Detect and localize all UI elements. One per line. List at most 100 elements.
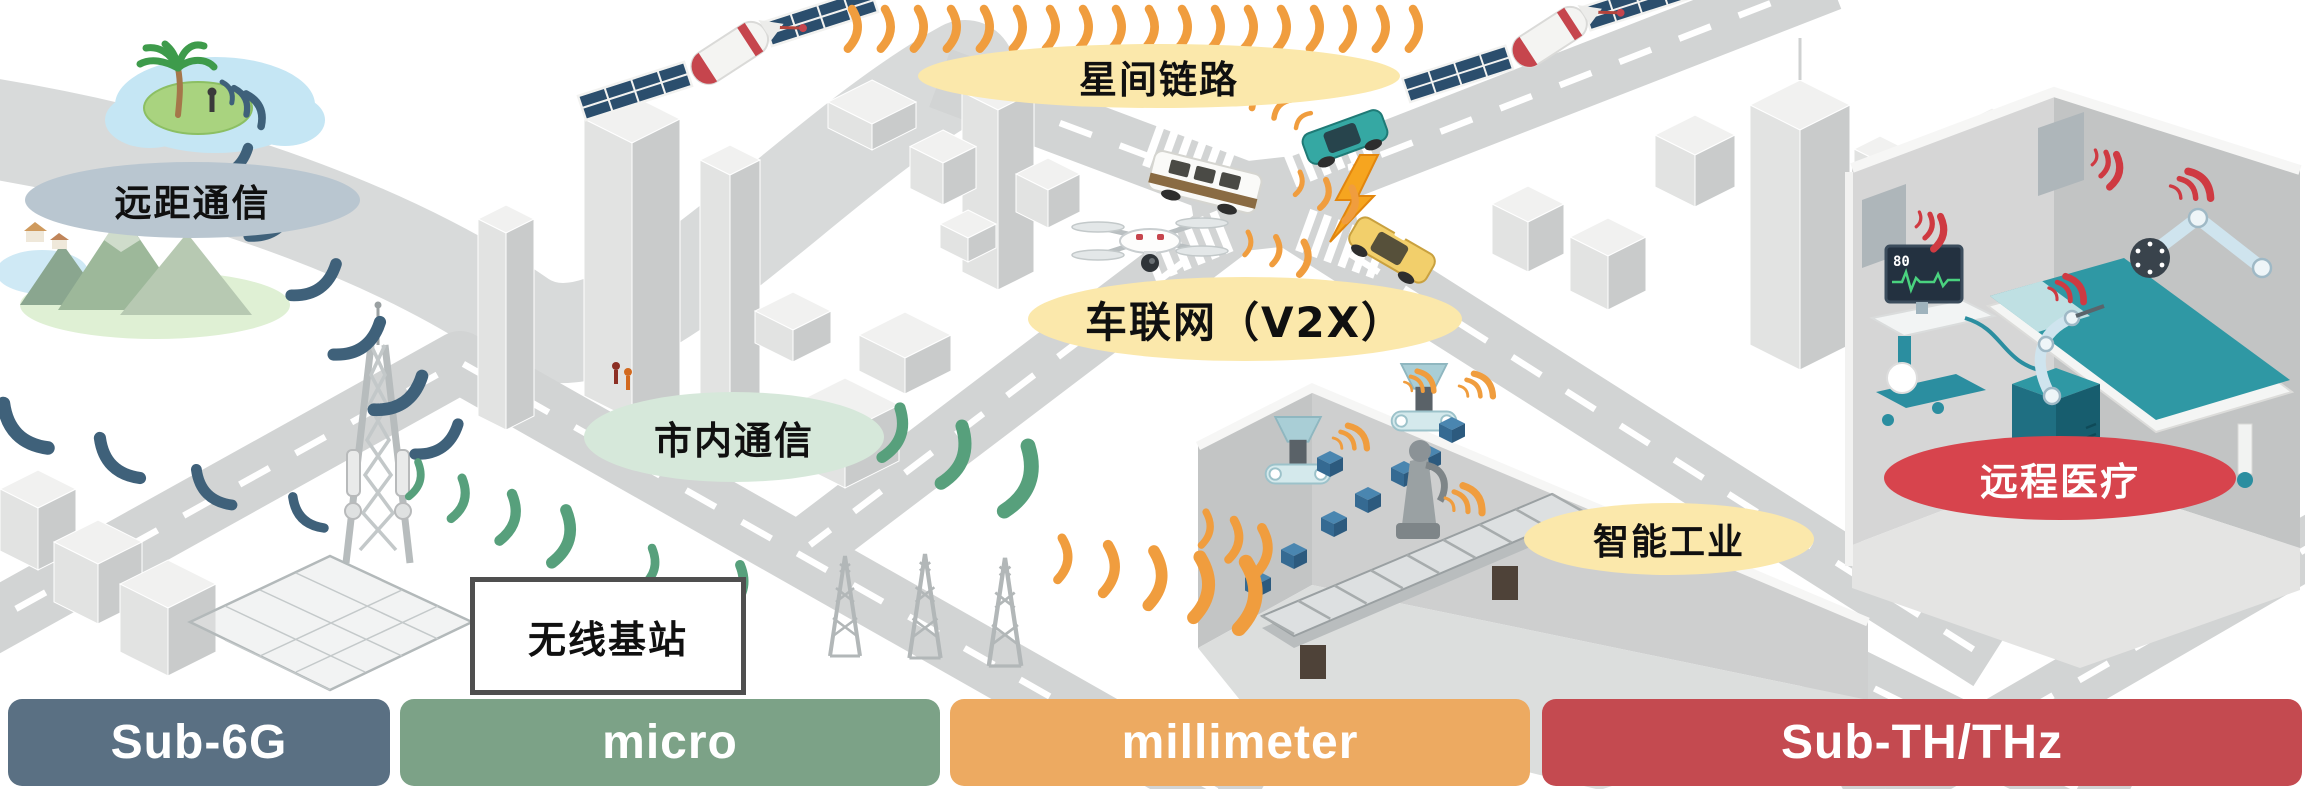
band-subthz: Sub-TH/THz [1542, 699, 2302, 786]
car-teal-icon [1301, 109, 1389, 168]
parcel-box-icon [1321, 511, 1347, 537]
signal-arc [288, 492, 329, 533]
crosswalk-stripe [1293, 137, 1318, 182]
signal-arc [1097, 539, 1120, 599]
house-icon [26, 231, 44, 242]
signal-arc [1317, 176, 1332, 211]
building-face [871, 101, 917, 151]
parcel-box-icon [1439, 417, 1465, 443]
factory-robot-icon [1396, 440, 1448, 539]
signal-arc [1269, 234, 1283, 268]
parcel-box-icon [1281, 543, 1307, 569]
conveyor-slat [1370, 569, 1404, 590]
box-side [1281, 549, 1294, 569]
signal-arc [546, 504, 576, 569]
building-icon [938, 209, 998, 263]
signal-arc [1338, 4, 1357, 53]
building-icon [698, 144, 762, 411]
band-millimeter: millimeter [950, 699, 1530, 786]
signal-arc [404, 458, 425, 501]
signal-arc [1041, 4, 1060, 53]
signal-arc [1231, 554, 1263, 637]
band-sub6g: Sub-6G [8, 699, 390, 786]
signal-arc [876, 4, 895, 53]
signal-arc [909, 4, 928, 53]
conveyor-slat [1406, 553, 1440, 575]
building-face [729, 159, 761, 411]
signal-arc [219, 79, 235, 106]
signal-arc [446, 473, 470, 524]
signal-arc [1250, 523, 1273, 579]
box-side [1317, 457, 1330, 477]
signal-arc [1074, 4, 1093, 53]
island-illustration [105, 40, 325, 153]
signal-arc [2062, 272, 2087, 306]
signal-arc [1404, 4, 1423, 53]
wall-panel-icon [2038, 112, 2084, 196]
conveyor-slat [1261, 614, 1295, 636]
signal-arc [2047, 286, 2059, 302]
building-face [942, 145, 977, 206]
signal-arc [1008, 4, 1027, 53]
signal-arc [327, 315, 387, 361]
building-icon [476, 204, 536, 431]
signal-arc [843, 4, 862, 53]
signal-arc [1341, 184, 1359, 225]
box-side [1368, 493, 1381, 513]
signal-arc [2090, 148, 2099, 167]
building-icon [1014, 157, 1082, 229]
building-face [167, 583, 217, 677]
box-side [1452, 423, 1465, 443]
signal-arc [285, 258, 342, 302]
signal-arc [1470, 370, 1497, 400]
building-face [505, 218, 535, 431]
palm-tree-icon [175, 65, 183, 118]
signal-arc [190, 463, 238, 511]
conveyor-slats [1261, 492, 1585, 636]
label-long-distance-comm: 远距通信 [25, 162, 360, 238]
signal-arc [2168, 184, 2183, 200]
building-icon [1568, 217, 1648, 311]
signal-arc [1293, 110, 1314, 131]
house-icon [52, 240, 67, 249]
signal-arc [1371, 4, 1390, 53]
signal-arc [1457, 384, 1470, 398]
building-face [583, 118, 633, 421]
dish-icon [394, 502, 412, 520]
building-face [1527, 203, 1565, 273]
signal-arc [1464, 377, 1483, 399]
building-icon [1653, 114, 1737, 208]
label-v2x: 车联网（V2X） [1028, 277, 1462, 361]
building-icon [826, 79, 918, 151]
palm-fronds [136, 40, 218, 72]
signal-arc [409, 418, 464, 460]
conveyor-slat [1478, 523, 1513, 544]
signal-arc [2054, 279, 2073, 304]
label-urban-comm: 市内通信 [584, 392, 884, 482]
signal-arc [2176, 175, 2199, 201]
pedestrians [612, 362, 632, 390]
antenna-panel-icon [346, 449, 361, 497]
signal-arc [942, 4, 961, 53]
signal-arc [1206, 4, 1225, 53]
crosswalk-stripe [1280, 143, 1304, 188]
signal-arc [242, 90, 266, 131]
building-face [904, 334, 952, 395]
signal-arc [1459, 482, 1486, 517]
signal-arc [2098, 149, 2111, 179]
base-station-fence [187, 554, 475, 692]
signal-arc [1142, 545, 1168, 612]
label-telemedicine: 远程医疗 [1884, 436, 2236, 520]
box-side [1294, 549, 1307, 569]
building-face [1047, 173, 1081, 229]
person-icon [207, 87, 217, 97]
building-face [631, 118, 681, 421]
signal-arc [1414, 368, 1437, 394]
signal-arc [1451, 489, 1471, 515]
signal-arc [494, 488, 521, 546]
dish-icon [344, 502, 362, 520]
signal-arc [1239, 4, 1258, 53]
box-side [1334, 517, 1347, 537]
